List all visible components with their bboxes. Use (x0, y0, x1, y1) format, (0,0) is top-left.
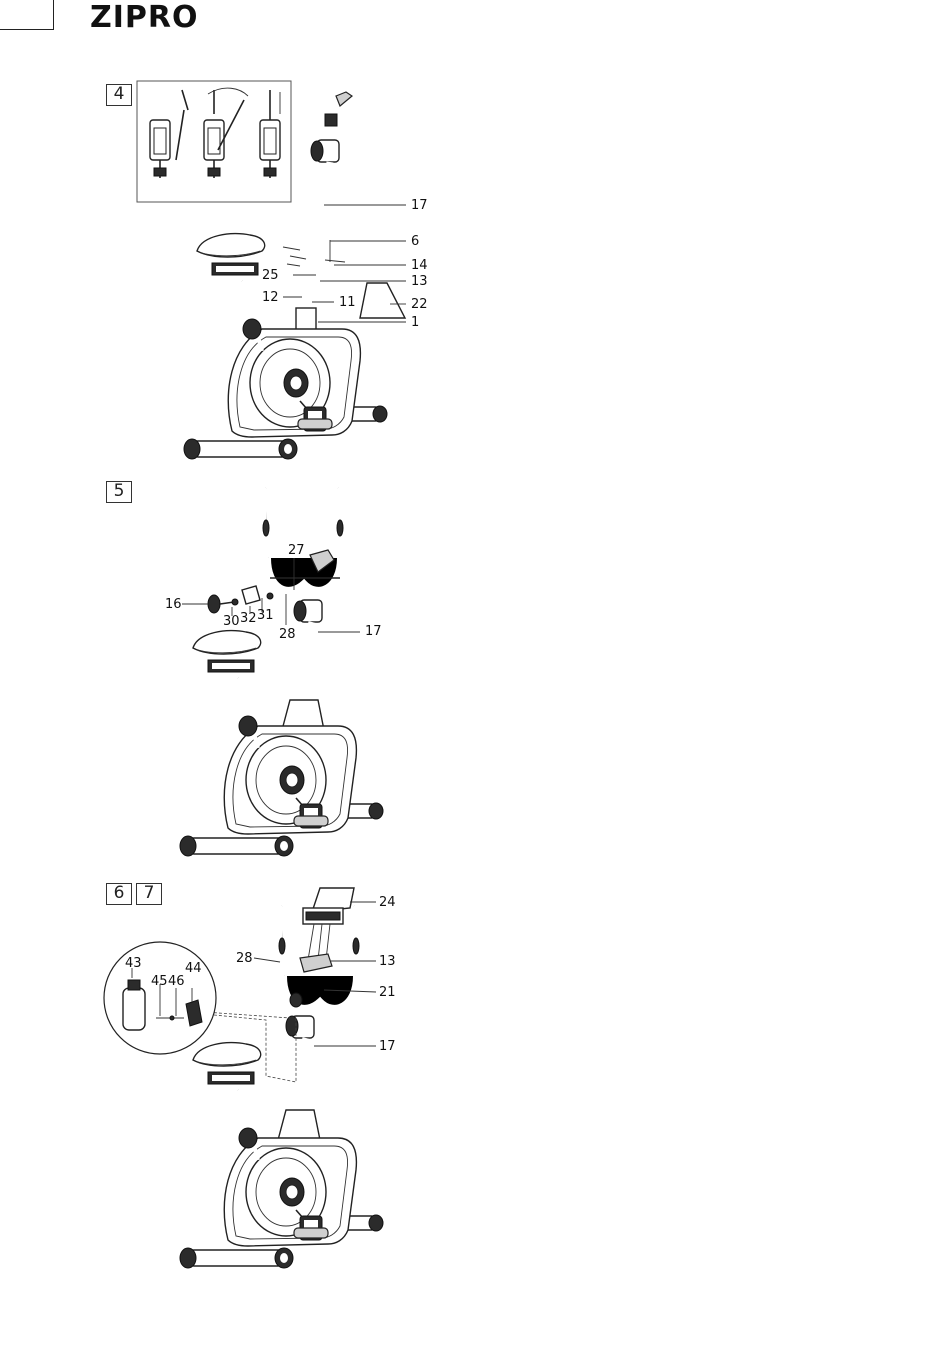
part-label: 1 (411, 316, 419, 330)
part-label: 45 (151, 975, 168, 989)
part-label: 25 (262, 269, 279, 283)
part-label: 16 (165, 598, 182, 612)
part-label: 17 (365, 625, 382, 639)
step-number-box: 6 (106, 883, 132, 905)
step-number-box: 7 (136, 883, 162, 905)
part-label: 24 (379, 896, 396, 910)
part-label: 11 (339, 296, 356, 310)
step-number-box: 4 (106, 84, 132, 106)
part-label: 14 (411, 259, 428, 273)
step-number-box: 5 (106, 481, 132, 503)
part-label: 46 (168, 975, 185, 989)
part-label: 6 (411, 235, 419, 249)
part-label: 17 (379, 1040, 396, 1054)
part-label: 22 (411, 298, 428, 312)
part-label: 12 (262, 291, 279, 305)
part-label: 13 (411, 275, 428, 289)
part-label: 17 (411, 199, 428, 213)
part-label: 32 (240, 612, 257, 626)
part-label: 28 (236, 952, 253, 966)
part-label: 31 (257, 609, 274, 623)
part-label: 28 (279, 628, 296, 642)
step5-drawing (180, 488, 383, 856)
part-label: 30 (223, 615, 240, 629)
part-label: 44 (185, 962, 202, 976)
part-label: 21 (379, 986, 396, 1000)
step67-drawing (104, 888, 383, 1268)
part-label: 27 (288, 544, 305, 558)
part-label: 43 (125, 957, 142, 971)
part-label: 13 (379, 955, 396, 969)
